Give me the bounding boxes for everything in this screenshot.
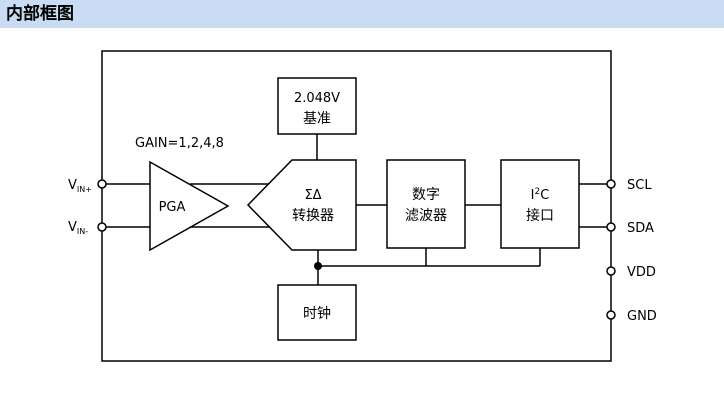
chip-outline [101, 50, 612, 362]
vin-plus-label: VIN+ [68, 178, 92, 194]
scl-pin [606, 179, 616, 189]
section-header: 内部框图 [0, 0, 724, 28]
i2c-title: I2C [531, 187, 550, 203]
pga-amplifier [149, 160, 230, 252]
clock-block [277, 284, 357, 341]
i2c-title-superscript: 2 [535, 187, 541, 197]
reference-voltage-label: 2.048V [294, 91, 340, 106]
vdd-pin [606, 266, 616, 276]
i2c-title-end: C [540, 188, 549, 203]
gnd-label: GND [627, 309, 657, 324]
vin-minus-label: VIN- [68, 220, 88, 236]
clock-junction-dot [314, 262, 322, 270]
pga-label: PGA [159, 200, 186, 215]
reference-name-label: 基准 [303, 110, 331, 127]
filter-label-line1: 数字 [412, 187, 440, 203]
gain-label: GAIN=1,2,4,8 [135, 136, 224, 151]
i2c-block [500, 159, 580, 249]
i2c-title-main: I [531, 188, 535, 203]
section-title: 内部框图 [6, 4, 74, 24]
sda-pin [606, 222, 616, 232]
vin-minus-main: V [68, 220, 77, 235]
filter-label-line2: 滤波器 [405, 208, 447, 224]
i2c-name-label: 接口 [526, 207, 554, 224]
vdd-label: VDD [627, 265, 656, 280]
adc-symbol-label: ΣΔ [304, 188, 321, 203]
clock-label: 时钟 [303, 305, 331, 322]
filter-block [386, 159, 466, 249]
gnd-pin [606, 310, 616, 320]
vin-plus-main: V [68, 178, 77, 193]
vin-minus-pin [97, 222, 107, 232]
vin-plus-subscript: IN+ [77, 185, 92, 194]
adc-block [246, 159, 357, 251]
vin-minus-subscript: IN- [77, 227, 88, 236]
scl-label: SCL [627, 178, 652, 193]
sda-label: SDA [627, 221, 654, 236]
vin-plus-pin [97, 179, 107, 189]
adc-name-label: 转换器 [292, 207, 334, 224]
